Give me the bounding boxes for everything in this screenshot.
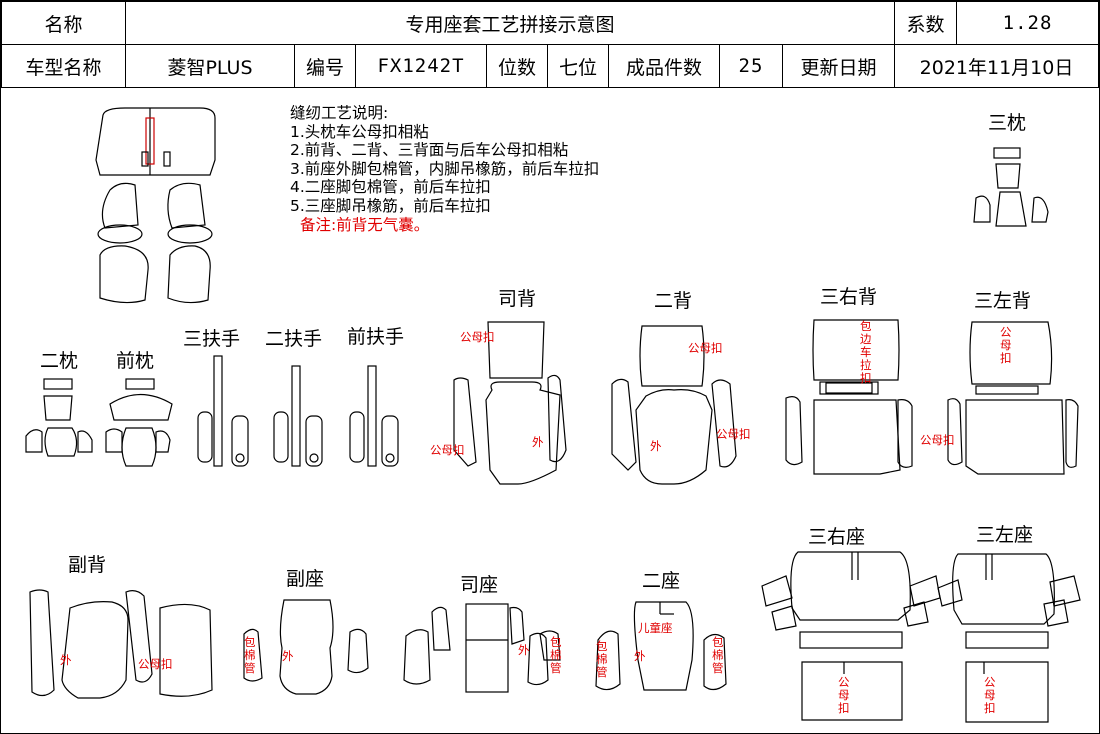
pattern-er-fushou	[273, 365, 323, 467]
note-line: 1.头枕车公母扣相粘	[290, 122, 429, 141]
label-san-fushou: 三扶手	[183, 328, 241, 350]
label-er-bei: 二背	[654, 290, 693, 312]
sewing-notes: 缝纫工艺说明: 1.头枕车公母扣相粘 2.前背、二背、三背面与后车公母扣相粘 3…	[290, 104, 599, 234]
annot-wai: 外	[532, 435, 544, 449]
note-line: 2.前背、二背、三背面与后车公母扣相粘	[290, 141, 569, 160]
pattern-er-zuo	[595, 601, 727, 691]
label-san-zuo-bei: 三左背	[974, 290, 1032, 312]
annot-gong-mu-kou: 公母扣	[688, 341, 723, 355]
pattern-san-zuo-bei	[947, 321, 1079, 475]
label-san-you-bei: 三右背	[820, 286, 878, 308]
label-er-fushou: 二扶手	[265, 328, 323, 350]
seats-value: 七位	[547, 44, 609, 88]
annot-bao-mian-guan: 包棉管	[712, 635, 724, 675]
seats-label: 位数	[486, 44, 548, 88]
annot-wai: 外	[634, 649, 646, 663]
pattern-qian-fushou	[349, 365, 399, 467]
label-san-you-zuo: 三右座	[808, 526, 866, 548]
model-label: 车型名称	[1, 44, 126, 88]
annot-bao-mian-guan: 包棉管	[550, 635, 562, 675]
annot-bao-bian-che-la-kou: 包边车拉扣	[860, 319, 872, 385]
notes-title: 缝纫工艺说明:	[290, 104, 389, 122]
pieces-value: 25	[719, 44, 783, 88]
annot-er-tong-zuo: 儿童座	[638, 621, 673, 635]
pattern-qian-zhen	[105, 378, 173, 467]
note-line: 5.三座脚吊橡筋，前后车拉扣	[290, 196, 491, 215]
pattern-fu-zuo	[243, 599, 369, 695]
page-title: 专用座套工艺拼接示意图	[124, 1, 896, 45]
label-fu-bei: 副背	[68, 554, 107, 576]
note-line: 4.二座脚包棉管，前后车拉扣	[290, 178, 491, 197]
annot-wai: 外	[282, 649, 294, 663]
annot-gong-mu-kou: 公母扣	[138, 657, 173, 671]
notes-remark: 备注:前背无气囊。	[300, 215, 430, 234]
pattern-si-bei	[453, 321, 567, 485]
label-si-zuo: 司座	[460, 574, 499, 596]
label-qian-zhen: 前枕	[116, 350, 155, 372]
update-label: 更新日期	[781, 44, 896, 88]
pattern-san-zuo-zuo	[937, 553, 1081, 723]
label-er-zhen: 二枕	[40, 350, 79, 372]
annot-wai: 外	[518, 643, 530, 657]
annot-bao-mian-guan: 包棉管	[596, 639, 608, 679]
annot-gong-mu-kou: 公母扣	[838, 675, 850, 715]
annot-gong-mu-kou: 公母扣	[1000, 325, 1012, 365]
annot-gong-mu-kou: 公母扣	[920, 433, 955, 447]
pattern-fu-bei	[29, 589, 213, 699]
update-value: 2021年11月10日	[894, 44, 1100, 88]
annot-gong-mu-kou: 公母扣	[716, 427, 751, 441]
pattern-si-zuo	[403, 603, 561, 693]
note-line: 3.前座外脚包棉管，内脚吊橡筋，前后车拉扣	[290, 159, 600, 178]
annot-gong-mu-kou: 公母扣	[984, 675, 996, 715]
pieces-label: 成品件数	[608, 44, 720, 88]
model-value: 菱智PLUS	[125, 44, 295, 88]
label-er-zuo: 二座	[642, 570, 681, 592]
annot-wai: 外	[650, 439, 662, 453]
annot-wai: 外	[60, 653, 72, 667]
annot-gong-mu-kou: 公母扣	[430, 443, 465, 457]
label-qian-fushou: 前扶手	[347, 326, 405, 348]
pattern-er-zhen	[25, 378, 93, 457]
header-table: 名称 专用座套工艺拼接示意图 系数 1.28 车型名称 菱智PLUS 编号 FX…	[1, 1, 1100, 88]
label-si-bei: 司背	[498, 288, 537, 310]
code-value: FX1242T	[355, 44, 487, 88]
pattern-san-you-bei	[785, 319, 913, 475]
label-san-zuo-zuo: 三左座	[976, 524, 1034, 546]
label-fu-zuo: 副座	[286, 568, 325, 590]
pattern-er-bei	[611, 325, 737, 485]
annot-gong-mu-kou: 公母扣	[460, 330, 495, 344]
pattern-san-zhen	[973, 147, 1049, 227]
seat-overview-icon	[95, 107, 216, 304]
label-san-zhen: 三枕	[988, 112, 1027, 134]
pattern-san-fushou	[197, 355, 249, 467]
annot-bao-mian-guan: 包棉管	[244, 635, 256, 675]
pattern-san-you-zuo	[761, 551, 941, 721]
